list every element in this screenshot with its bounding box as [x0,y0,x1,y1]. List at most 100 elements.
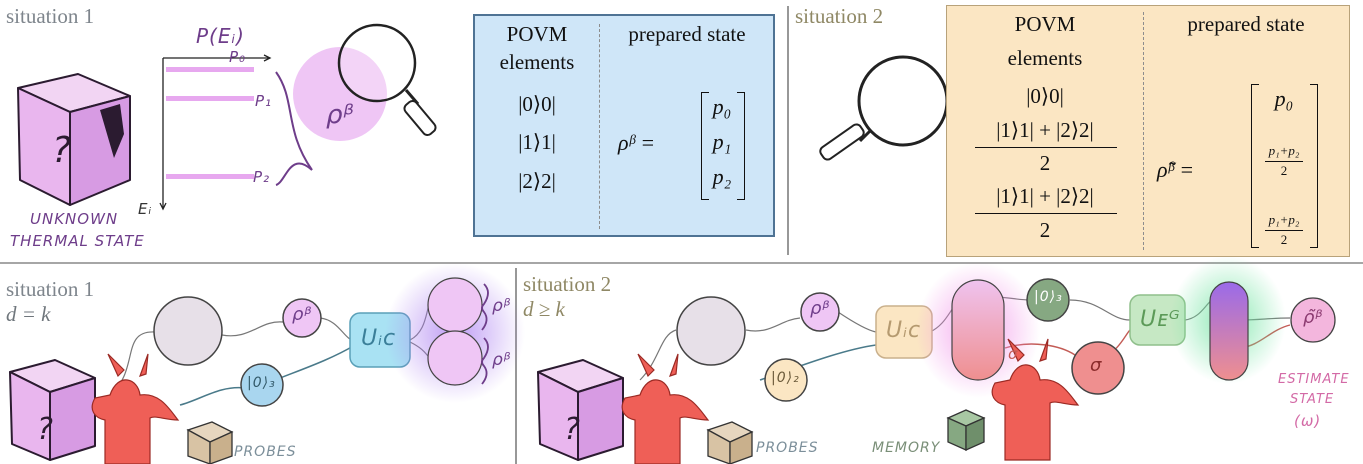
rho-circle-label: ρᵝ [326,100,355,130]
vector-frac-1-num: p₁+p₂ [1268,143,1300,158]
mystery-box-small-2 [537,359,624,461]
povm-header-line2: elements [499,50,575,74]
vector-frac-2-num: p₁+p₂ [1268,212,1300,227]
probe-node-label: |0⟩₃ [247,375,276,391]
rho-state-circle [293,47,387,141]
output-bottom [427,330,483,386]
probability-axis-label: P(Eᵢ) [196,24,245,48]
small-box-question-mark: ? [37,412,54,447]
output-label-top: ρᵝ [492,296,512,316]
vector-frac-2-den: 2 [1280,232,1288,247]
povm-fraction-1-denominator: 2 [1039,151,1051,175]
vector-entry-1: p₁ [712,129,732,154]
mystery-box-question-mark: ? [52,130,73,171]
level-label-2: P₂ [253,168,271,186]
column-divider [599,24,600,229]
vector-entry-2: p₂ [712,164,732,189]
povm-table-situation-1: POVM elements prepared state |0⟩0| |1⟩1|… [473,14,775,237]
vector-entry-0-2: p₀ [1274,86,1294,111]
unknown-label-line2: THERMAL STATE [10,232,145,250]
estimate-label-line1: ESTIMATE [1278,372,1350,387]
rho-node-2 [800,292,840,332]
unitary-eg-label: Uᴇᴳ [1140,307,1181,332]
level-label-0: P₀ [229,48,247,66]
mystery-box-small [9,359,96,461]
sigma-node-label: σ [1090,355,1103,376]
povm-element-0-2: |0⟩0| [1026,84,1064,108]
unitary-ic-label: Uᵢc [361,326,397,351]
vector-left-bracket [701,92,709,200]
relation-d-geq-k: d ≥ k [523,297,565,321]
magnifier-icon [337,23,437,137]
probe-node-label-2: |0⟩₂ [771,370,800,386]
probe-box-icon-2 [706,421,754,464]
output-pair-3 [1209,281,1249,381]
sigma-side-label: σ [1008,345,1019,363]
povm-element-1: |1⟩1| [518,130,556,154]
output-top [427,277,483,333]
povm-fraction-2-line [975,213,1117,214]
estimate-node [1290,297,1336,343]
vector-frac-2-line [1265,230,1303,231]
input-node [153,296,223,366]
estimate-node-label: ρ̃ᵝ [1303,307,1324,328]
situation-1-title: situation 1 [6,4,95,28]
relation-d-equals-k: d = k [6,302,51,326]
memory-node-label: |0⟩₃ [1034,289,1063,305]
probe-box-icon [186,421,234,464]
column-divider-2 [1143,12,1144,250]
prepared-state-header-2: prepared state [1187,12,1305,36]
vector-frac-1-line [1265,161,1303,162]
povm-fraction-2-numerator: |1⟩1| + |2⟩2| [996,184,1094,208]
small-box-question-mark-2: ? [564,412,581,447]
rho-node-label: ρᵝ [292,304,313,325]
probes-label: PROBES [234,444,297,460]
demon-icon-2 [621,353,710,464]
povm-header-line2-2: elements [1007,46,1083,70]
memory-label: MEMORY [872,440,941,456]
magnifier-icon-2 [819,55,949,161]
rho-tilde-lhs: ρ̃ᵝ = [1157,157,1195,182]
output-pair-2 [951,279,1005,381]
povm-fraction-2-denominator: 2 [1039,218,1051,242]
situation-1-bottom-title: situation 1 [6,277,95,301]
vector-right-bracket-2 [1310,84,1318,248]
vector-left-bracket-2 [1251,84,1259,248]
situation-2-title: situation 2 [795,4,884,28]
povm-header-line1-2: POVM [1014,12,1076,36]
estimate-label-line2: STATE [1290,392,1335,407]
rho-node [282,298,322,338]
output-label-bottom: ρᵝ [492,350,512,370]
povm-fraction-1-numerator: |1⟩1| + |2⟩2| [996,118,1094,142]
demon-icon-3 [991,338,1080,461]
vector-right-bracket [737,92,745,200]
prepared-state-header: prepared state [628,22,746,46]
rho-lhs: ρᵝ = [618,130,656,155]
mystery-box-icon [17,73,131,206]
memory-node [1026,278,1070,322]
povm-table-situation-2: POVM elements prepared state |0⟩0| |1⟩1|… [946,5,1350,257]
rho-node-label-2: ρᵝ [810,298,831,319]
unknown-label-line1: UNKNOWN [30,210,119,228]
unitary-ic-label-2: Uᵢc [886,318,922,343]
povm-header-line1: POVM [506,22,568,46]
input-node-2 [676,296,746,366]
level-label-1: P₁ [255,92,273,110]
probe-node [240,363,284,407]
probe-node-2 [764,358,808,402]
vector-entry-0: p₀ [712,94,732,119]
energy-axis-label: Eᵢ [138,200,153,218]
povm-element-0: |0⟩0| [518,92,556,116]
demon-icon [91,353,180,464]
situation-2-bottom-title: situation 2 [523,272,612,296]
povm-fraction-1-line [975,147,1117,148]
sigma-node [1071,341,1125,395]
povm-element-2: |2⟩2| [518,169,556,193]
probes-label-2: PROBES [756,440,819,456]
energy-level-diagram [159,54,313,211]
estimate-label-line3: (ω) [1294,412,1322,430]
memory-box-icon [946,409,986,452]
vector-frac-1-den: 2 [1280,163,1288,178]
